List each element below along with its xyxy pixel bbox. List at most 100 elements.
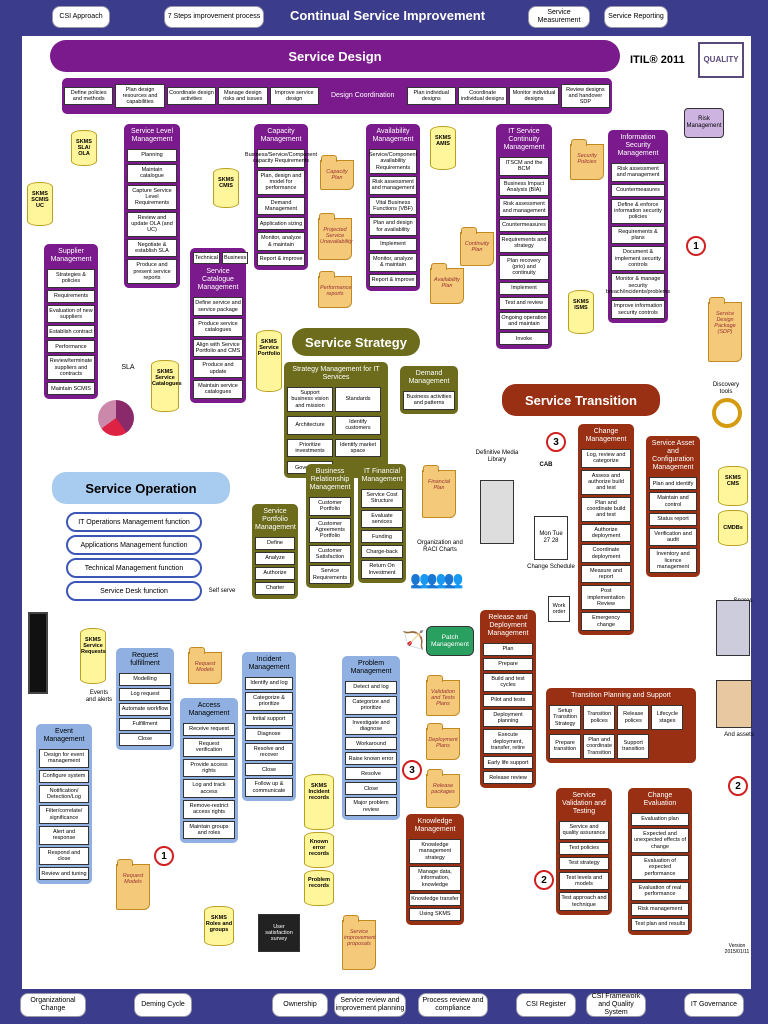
service-transition-band[interactable]: Service Transition xyxy=(502,384,660,416)
process-step[interactable]: ITSCM and the BCM xyxy=(499,157,549,176)
process-step[interactable]: Assess and authorize build and test xyxy=(581,469,631,495)
process-step[interactable]: Categorize & prioritize xyxy=(245,692,293,711)
process-step[interactable]: Ongoing operation and maintain xyxy=(499,311,549,331)
process-step[interactable]: Maintain catalogue xyxy=(127,164,177,183)
process-step[interactable]: Negotiate & establish SLA xyxy=(127,238,177,258)
process-step[interactable]: Evaluate services xyxy=(361,509,403,529)
process-step[interactable]: Identify and log xyxy=(245,677,293,691)
process-step[interactable]: Post implementation Review xyxy=(581,585,631,611)
process-step[interactable]: Strategies & policies xyxy=(47,269,95,288)
process-step[interactable]: Prioritize investments xyxy=(287,438,333,458)
design-coordination-item[interactable]: Manage design risks and issues xyxy=(218,86,268,106)
catalogue-tab[interactable]: Technical xyxy=(193,252,220,265)
design-coordination-item[interactable]: Plan individual designs xyxy=(406,86,456,106)
unavailability-doc[interactable]: Projected Service Unavailability xyxy=(318,213,352,260)
process-step[interactable]: Maintain and control xyxy=(649,492,697,511)
validation-tests-plans-doc[interactable]: Validation and Tests Plans xyxy=(426,675,460,716)
process-step[interactable]: Transition polices xyxy=(583,705,616,730)
process-step[interactable]: Service and quality assurance xyxy=(559,821,609,840)
applications-function[interactable]: Applications Management function xyxy=(66,535,202,555)
seven-steps-pill[interactable]: 7 Steps improvement process xyxy=(164,6,264,28)
skms-service-requests-db[interactable]: SKMS Service Requests xyxy=(80,628,106,684)
process-step[interactable]: Log and track access xyxy=(183,779,235,798)
request-models-doc[interactable]: Request Models xyxy=(188,647,222,684)
service-review-pill[interactable]: Service review and improvement planning xyxy=(334,993,406,1017)
design-coordination-item[interactable]: Monitor individual designs xyxy=(509,86,559,106)
skms-service-portfolio-db[interactable]: SKMS Service Portfolio xyxy=(256,330,282,392)
process-step[interactable]: Close xyxy=(245,763,293,777)
process-step[interactable]: Close xyxy=(345,782,397,796)
process-step[interactable]: Service Requirements xyxy=(309,565,351,584)
process-step[interactable]: Configure system xyxy=(39,769,89,783)
process-step[interactable]: Identify customers xyxy=(335,416,381,435)
process-step[interactable]: Emergency change xyxy=(581,612,631,632)
process-step[interactable]: Return On Investment xyxy=(361,560,403,579)
problem-records-db[interactable]: Problem records xyxy=(304,870,334,906)
design-coordination-item[interactable]: Define policies and methods xyxy=(64,86,114,106)
process-step[interactable]: Receive request xyxy=(183,723,235,737)
process-step[interactable]: Monitor, analyze & maintain xyxy=(369,252,417,272)
process-step[interactable]: Review and tuning xyxy=(39,867,89,881)
process-step[interactable]: Knowledge management strategy xyxy=(409,839,461,865)
security-policies-doc[interactable]: Security Policies xyxy=(570,139,604,180)
process-step[interactable]: Test and review xyxy=(499,296,549,310)
process-step[interactable]: Fulfillment xyxy=(119,718,171,732)
process-step[interactable]: Charter xyxy=(255,582,295,596)
csi-framework-pill[interactable]: CSI Framework and Quality System xyxy=(586,993,646,1017)
process-step[interactable]: Status report xyxy=(649,512,697,526)
process-step[interactable]: Risk assessment and management xyxy=(611,163,665,182)
process-step[interactable]: Invoke xyxy=(499,332,549,346)
service-reporting-pill[interactable]: Service Reporting xyxy=(604,6,668,28)
process-step[interactable]: Manage data, information, knowledge xyxy=(409,866,461,891)
process-step[interactable]: Vital Business Functions (VBF) xyxy=(369,196,417,216)
design-coordination-item[interactable]: Improve service design xyxy=(269,86,319,106)
improvement-proposals-doc[interactable]: Service improvement proposals xyxy=(342,915,376,970)
process-step[interactable]: Request verification xyxy=(183,738,235,757)
process-step[interactable]: Early life support xyxy=(483,756,533,770)
known-error-records-db[interactable]: Known error records xyxy=(304,832,334,868)
process-step[interactable]: Maintain SCMIS xyxy=(47,382,95,396)
deployment-plans-doc[interactable]: Deployment Plans xyxy=(426,723,460,760)
it-operations-function[interactable]: IT Operations Management function xyxy=(66,512,202,532)
process-step[interactable]: Prepare xyxy=(483,658,533,672)
process-step[interactable]: Measure and report xyxy=(581,564,631,584)
process-step[interactable]: Plan xyxy=(483,643,533,657)
process-step[interactable]: Support transition xyxy=(617,733,650,759)
process-step[interactable]: Maintain groups and roles xyxy=(183,820,235,840)
process-step[interactable]: Filter/correlate/ significance xyxy=(39,805,89,824)
process-step[interactable]: Implement xyxy=(499,281,549,295)
process-step[interactable]: Align with Service Portfolio and CMS xyxy=(193,338,243,358)
process-step[interactable]: Evaluation plan xyxy=(631,813,689,827)
process-step[interactable]: Business activities and patterns xyxy=(403,391,455,410)
process-step[interactable]: Investigate and diagnose xyxy=(345,716,397,736)
process-step[interactable]: Evaluation of new suppliers xyxy=(47,304,95,324)
process-step[interactable]: Countermeasures xyxy=(611,183,665,197)
process-step[interactable]: Report & improve xyxy=(257,252,305,266)
process-step[interactable]: Test plan and results xyxy=(631,917,689,931)
process-step[interactable]: Follow up & communicate xyxy=(245,778,293,797)
process-step[interactable]: Workaround xyxy=(345,737,397,751)
process-step[interactable]: Log, review and categorize xyxy=(581,449,631,468)
it-governance-pill[interactable]: IT Governance xyxy=(684,993,744,1017)
process-review-pill[interactable]: Process review and compliance xyxy=(418,993,488,1017)
process-step[interactable]: Application sizing xyxy=(257,217,305,231)
process-step[interactable]: Build and test cycles xyxy=(483,673,533,692)
process-step[interactable]: Requirements & plans xyxy=(611,225,665,245)
process-step[interactable]: Deployment planning xyxy=(483,708,533,728)
process-step[interactable]: Diagnose xyxy=(245,727,293,741)
skms-roles-groups-db[interactable]: SKMS Roles and groups xyxy=(204,906,234,946)
process-step[interactable]: Customer Agreements Portfolio xyxy=(309,517,351,543)
capacity-plan-doc[interactable]: Capacity Plan xyxy=(320,155,354,190)
process-step[interactable]: Test levels and models xyxy=(559,871,609,891)
process-step[interactable]: Using SKMS xyxy=(409,907,461,921)
process-step[interactable]: Notification/ Detection/Log xyxy=(39,784,89,804)
request-models-doc-2[interactable]: Request Models xyxy=(116,859,150,910)
process-step[interactable]: Setup Transition Strategy xyxy=(549,705,582,730)
